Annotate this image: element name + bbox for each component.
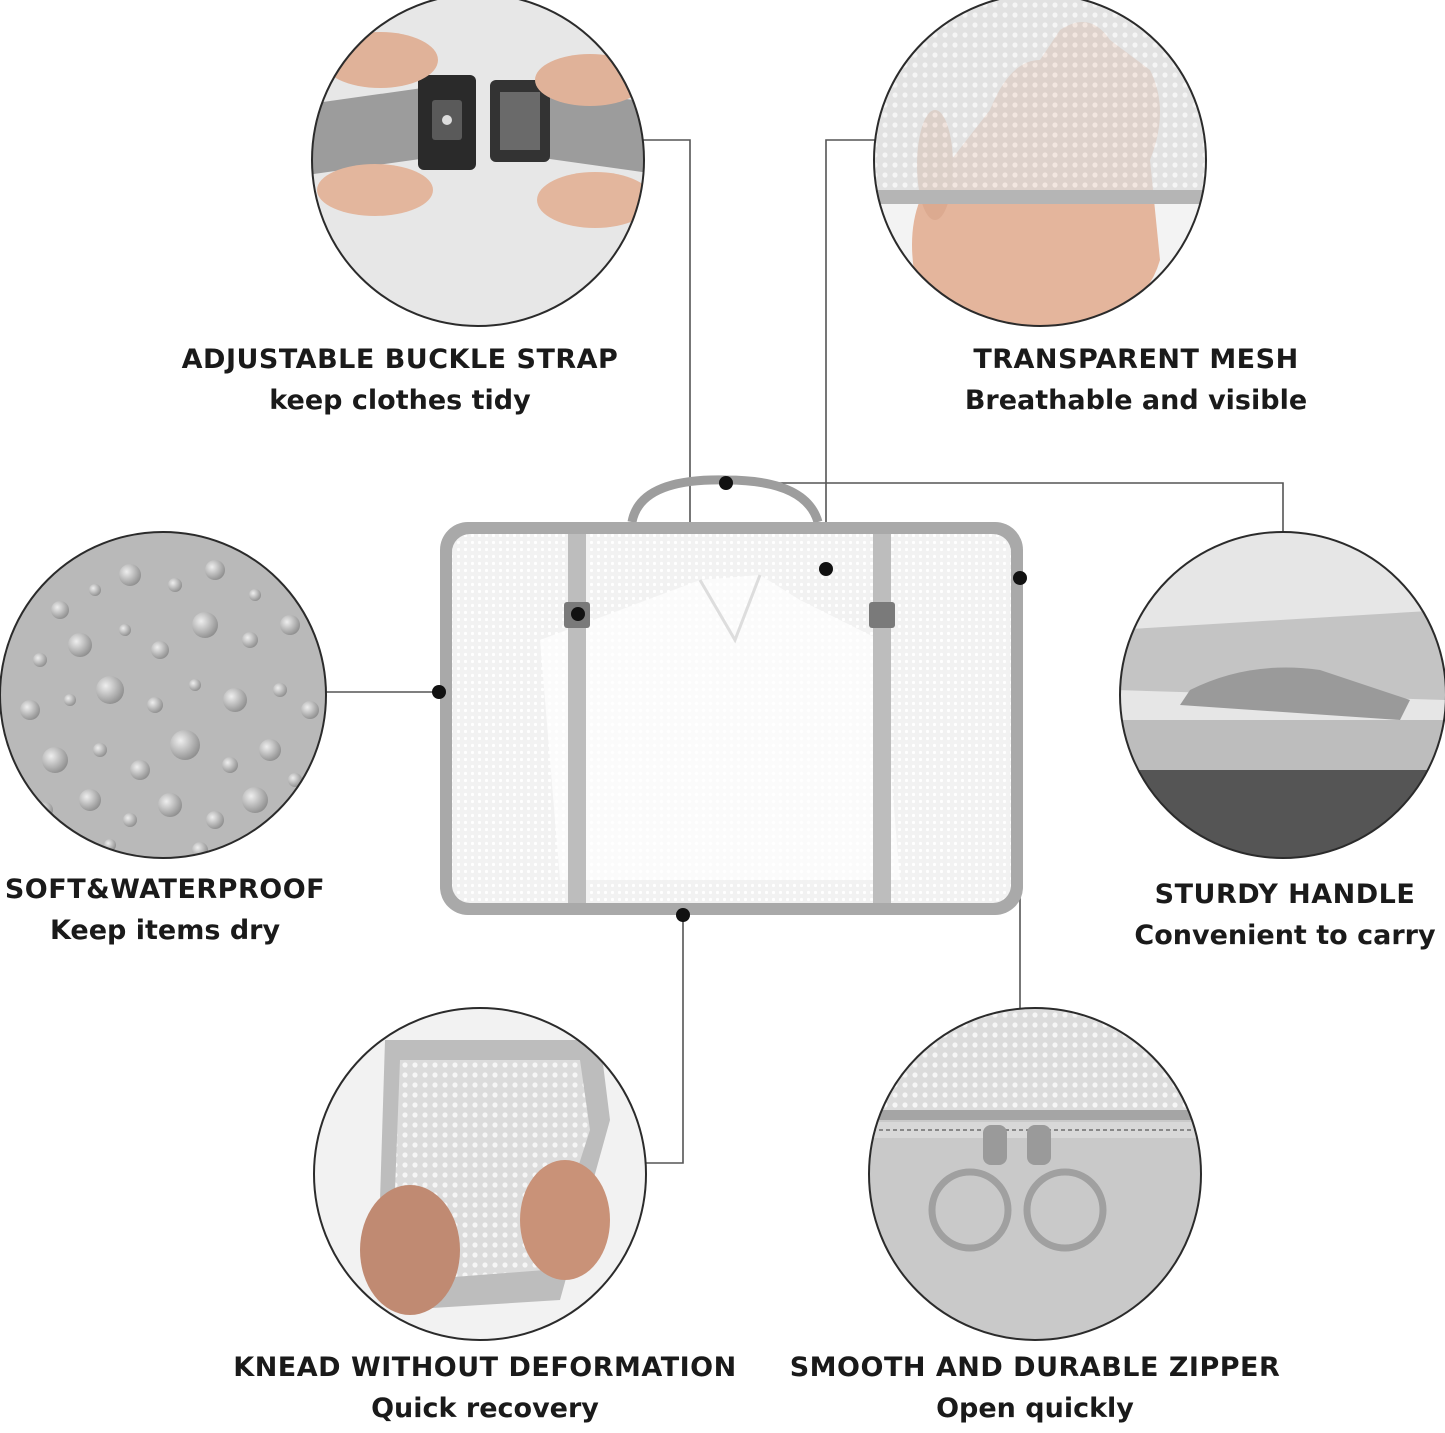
feature-caption-mesh: TRANSPARENT MESH Breathable and visible xyxy=(896,340,1376,421)
feature-caption-zipper: SMOOTH AND DURABLE ZIPPER Open quickly xyxy=(765,1348,1305,1429)
waterproof-detail-image xyxy=(0,531,327,859)
feature-caption-buckle: ADJUSTABLE BUCKLE STRAP keep clothes tid… xyxy=(160,340,640,421)
feature-subtitle: Quick recovery xyxy=(371,1392,599,1424)
callout-dots xyxy=(432,476,1027,922)
packing-cube-image xyxy=(440,475,1023,915)
feature-title: KNEAD WITHOUT DEFORMATION xyxy=(233,1352,737,1383)
feature-caption-knead: KNEAD WITHOUT DEFORMATION Quick recovery xyxy=(215,1348,755,1429)
zipper-detail-image xyxy=(868,1007,1202,1341)
feature-subtitle: keep clothes tidy xyxy=(269,384,531,416)
feature-subtitle: Open quickly xyxy=(936,1392,1134,1424)
feature-caption-waterproof: SOFT&WATERPROOF Keep items dry xyxy=(0,870,330,951)
handle-detail-image xyxy=(1119,531,1445,859)
feature-title: SOFT&WATERPROOF xyxy=(4,874,326,905)
feature-subtitle: Convenient to carry xyxy=(1134,919,1436,951)
feature-title: SMOOTH AND DURABLE ZIPPER xyxy=(789,1352,1281,1383)
mesh-detail-image xyxy=(873,0,1207,327)
feature-title: TRANSPARENT MESH xyxy=(973,344,1299,375)
feature-subtitle: Keep items dry xyxy=(49,914,281,946)
feature-title: STURDY HANDLE xyxy=(1154,879,1416,910)
feature-subtitle: Breathable and visible xyxy=(964,384,1308,416)
buckle-detail-image xyxy=(311,0,645,327)
feature-caption-handle: STURDY HANDLE Convenient to carry xyxy=(1125,875,1445,956)
feature-title: ADJUSTABLE BUCKLE STRAP xyxy=(181,344,619,375)
knead-detail-image xyxy=(313,1007,647,1341)
